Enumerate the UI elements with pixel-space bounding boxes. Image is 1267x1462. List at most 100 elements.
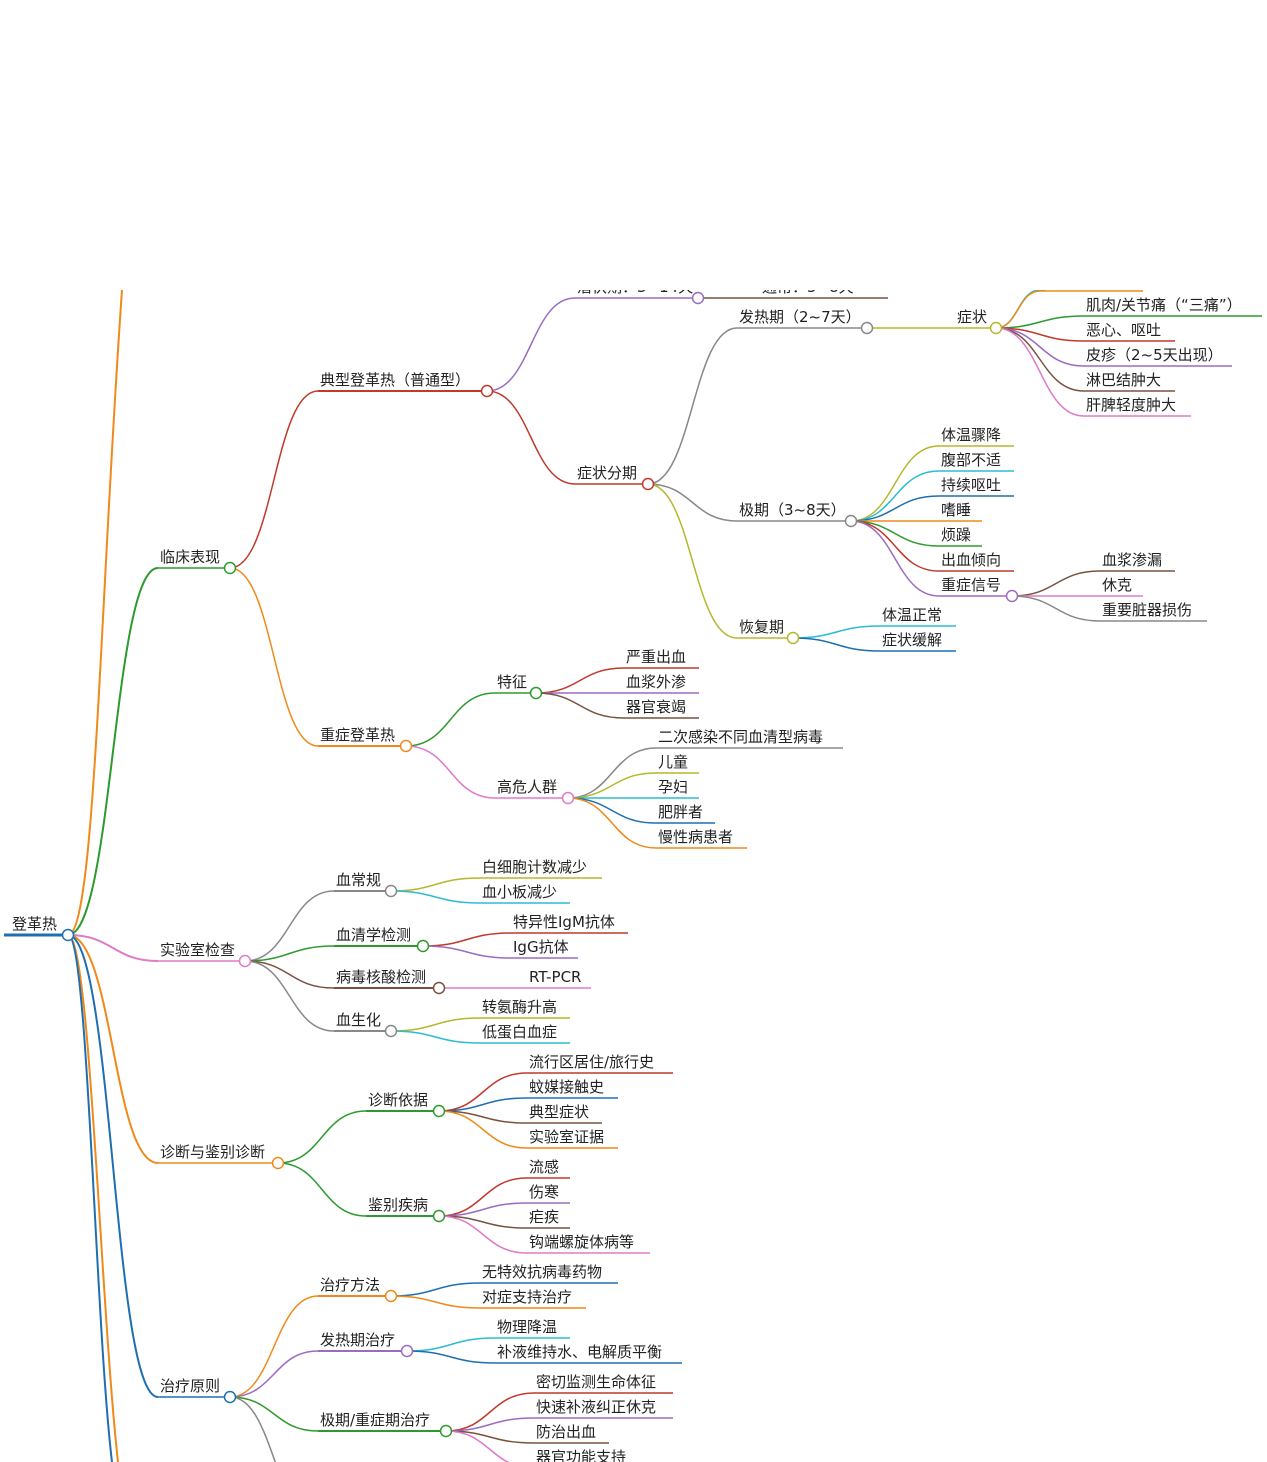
- toggle-biochem[interactable]: [384, 1024, 398, 1038]
- toggle-risk[interactable]: [561, 791, 575, 805]
- edge-h1: [567, 747, 657, 799]
- edge-phases: [486, 390, 576, 485]
- toggle-methods[interactable]: [384, 1289, 398, 1303]
- edge-s5: [995, 327, 1085, 417]
- toggle-treatment[interactable]: [223, 1390, 237, 1404]
- toggle-phases[interactable]: [641, 477, 655, 491]
- node-g1: 特异性IgM抗体: [513, 913, 615, 931]
- edge-risk: [405, 745, 496, 799]
- edge-critical: [647, 483, 738, 522]
- node-nucleic: 病毒核酸检测: [336, 968, 426, 986]
- toggle-lab[interactable]: [238, 954, 252, 968]
- edge-c7: [850, 520, 940, 597]
- node-s3: 皮疹（2~5天出现）: [1086, 346, 1223, 364]
- node-ft2: 补液维持水、电解质平衡: [497, 1343, 662, 1361]
- edge-severe: [229, 567, 319, 747]
- edge-fever_tx: [229, 1350, 319, 1398]
- edge-treatment: [67, 934, 159, 1398]
- node-typical: 典型登革热（普通型）: [320, 371, 470, 389]
- node-ct1: 密切监测生命体征: [536, 1373, 656, 1391]
- node-recovery: 恢复期: [739, 618, 784, 636]
- node-s1: 肌肉/关节痛（“三痛”）: [1086, 296, 1242, 314]
- node-methods: 治疗方法: [320, 1276, 380, 1294]
- node-f2: 血浆外渗: [626, 673, 686, 691]
- node-f1: 严重出血: [626, 648, 686, 666]
- edge-h2: [567, 772, 657, 799]
- edge-nucleic: [244, 960, 335, 989]
- edge-t2: [390, 1295, 481, 1309]
- edge-tx4: [229, 1396, 277, 1462]
- toggle-recovery[interactable]: [786, 631, 800, 645]
- edge-r2: [792, 637, 881, 652]
- node-c3: 持续呕吐: [941, 476, 1001, 494]
- node-critical: 极期（3~8天）: [739, 501, 846, 519]
- edge-g1: [422, 932, 512, 947]
- toggle-serology[interactable]: [416, 939, 430, 953]
- toggle-differential[interactable]: [432, 1209, 446, 1223]
- node-h1: 二次感染不同血清型病毒: [658, 728, 823, 746]
- node-differential: 鉴别疾病: [368, 1196, 428, 1214]
- edge-d1: [438, 1072, 528, 1112]
- edge-f1: [535, 667, 625, 694]
- edge-ct4: [445, 1430, 510, 1462]
- node-s4: 淋巴结肿大: [1086, 371, 1161, 389]
- toggle-incubation[interactable]: [691, 291, 705, 305]
- node-lab: 实验室检查: [160, 941, 235, 959]
- edge-c5: [850, 520, 940, 547]
- node-basis: 诊断依据: [368, 1091, 428, 1109]
- toggle-typical[interactable]: [480, 384, 494, 398]
- edge-t1: [390, 1282, 481, 1297]
- edge-offscreen-bottom-2: [67, 934, 113, 1462]
- toggle-basis[interactable]: [432, 1104, 446, 1118]
- edge-e2: [390, 1030, 481, 1044]
- toggle-root[interactable]: [61, 928, 75, 942]
- node-fever_tx: 发热期治疗: [320, 1331, 395, 1349]
- edge-b2: [390, 890, 481, 904]
- toggle-features[interactable]: [529, 686, 543, 700]
- edge-ft2: [406, 1350, 496, 1364]
- edge-methods: [229, 1295, 319, 1398]
- node-ct3: 防治出血: [536, 1423, 596, 1441]
- node-fever: 发热期（2~7天）: [739, 308, 861, 326]
- edge-w3: [1011, 595, 1101, 622]
- node-phases: 症状分期: [577, 464, 637, 482]
- toggle-fever_tx[interactable]: [400, 1344, 414, 1358]
- toggle-severe[interactable]: [399, 739, 413, 753]
- toggle-critical[interactable]: [844, 514, 858, 528]
- edge-c3: [850, 495, 940, 522]
- toggle-diagnosis[interactable]: [271, 1156, 285, 1170]
- node-c6: 出血倾向: [941, 551, 1001, 569]
- edge-c2: [850, 470, 940, 522]
- edge-x4: [438, 1215, 528, 1254]
- toggle-c7[interactable]: [1005, 589, 1019, 603]
- edge-basis: [277, 1110, 367, 1164]
- edge-r1: [792, 625, 881, 639]
- toggle-crit_tx[interactable]: [439, 1424, 453, 1438]
- node-t2: 对症支持治疗: [482, 1288, 572, 1306]
- node-c4: 嗜睡: [941, 501, 971, 519]
- edge-h4: [567, 797, 657, 824]
- toggle-fever[interactable]: [860, 321, 874, 335]
- toggle-nucleic[interactable]: [432, 981, 446, 995]
- node-risk: 高危人群: [497, 778, 557, 796]
- edge-features: [405, 692, 496, 747]
- node-d2: 蚊媒接触史: [529, 1078, 604, 1096]
- edge-g2: [422, 945, 512, 959]
- edge-offscreen-top: [67, 289, 123, 936]
- toggle-blood[interactable]: [384, 884, 398, 898]
- edge-clinical: [67, 567, 159, 936]
- node-r2: 症状缓解: [882, 631, 942, 649]
- node-d3: 典型症状: [529, 1103, 589, 1121]
- node-serology: 血清学检测: [336, 926, 411, 944]
- edge-s0b: [995, 290, 1041, 329]
- edge-offscreen-bottom: [67, 934, 119, 1462]
- edge-incubation: [486, 297, 576, 392]
- edge-s4: [995, 327, 1085, 392]
- edge-biochem: [244, 960, 335, 1032]
- node-t1: 无特效抗病毒药物: [482, 1263, 602, 1281]
- node-c2: 腹部不适: [941, 451, 1001, 469]
- node-blood: 血常规: [336, 871, 381, 889]
- toggle-clinical[interactable]: [223, 561, 237, 575]
- toggle-symptoms[interactable]: [989, 321, 1003, 335]
- edge-recovery: [647, 483, 738, 639]
